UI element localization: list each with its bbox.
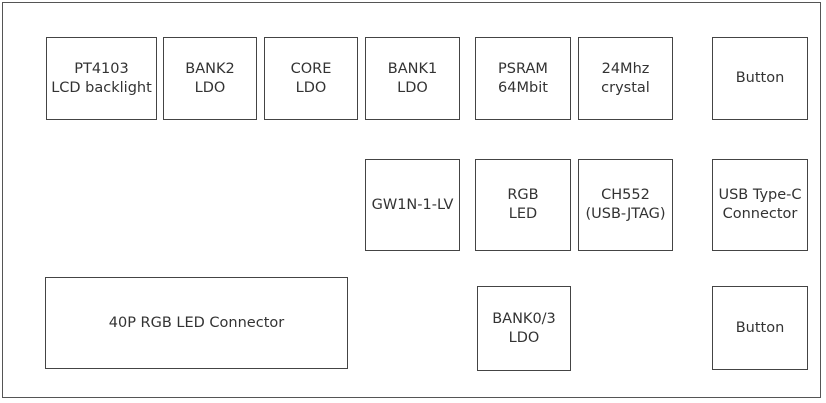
pt4103-label: PT4103 LCD backlight [51, 60, 152, 96]
usb-typec-block: USB Type-C Connector [712, 159, 808, 251]
crystal-block: 24Mhz crystal [578, 37, 673, 120]
bank2-ldo-block: BANK2 LDO [163, 37, 257, 120]
psram-label: PSRAM 64Mbit [498, 60, 548, 96]
rgb-led-label: RGB LED [507, 187, 539, 222]
button-bottom-block: Button [712, 286, 808, 370]
psram-block: PSRAM 64Mbit [475, 37, 571, 120]
fpga-block: GW1N-1-LV [365, 159, 460, 251]
board-outline [2, 2, 821, 398]
fpga-label: GW1N-1-LV [371, 196, 454, 213]
rgb-led-block: RGB LED [475, 159, 571, 251]
bank03-ldo-block: BANK0/3 LDO [477, 286, 571, 371]
bank1-ldo-block: BANK1 LDO [365, 37, 460, 120]
button-top-block: Button [712, 37, 808, 120]
rgb-connector-block: 40P RGB LED Connector [45, 277, 348, 369]
crystal-label: 24Mhz crystal [601, 60, 650, 96]
bank03-ldo-label: BANK0/3 LDO [492, 310, 556, 346]
ch552-block: CH552 (USB-JTAG) [578, 159, 673, 251]
usb-typec-label: USB Type-C Connector [718, 187, 802, 222]
button-bottom-label: Button [735, 319, 785, 336]
pt4103-lcd-backlight-block: PT4103 LCD backlight [46, 37, 157, 120]
bank2-ldo-label: BANK2 LDO [185, 60, 235, 96]
ch552-label: CH552 (USB-JTAG) [585, 187, 666, 222]
core-ldo-block: CORE LDO [264, 37, 358, 120]
bank1-ldo-label: BANK1 LDO [387, 60, 438, 96]
core-ldo-label: CORE LDO [290, 60, 332, 96]
rgb-connector-label: 40P RGB LED Connector [108, 314, 285, 331]
button-top-label: Button [735, 70, 785, 86]
